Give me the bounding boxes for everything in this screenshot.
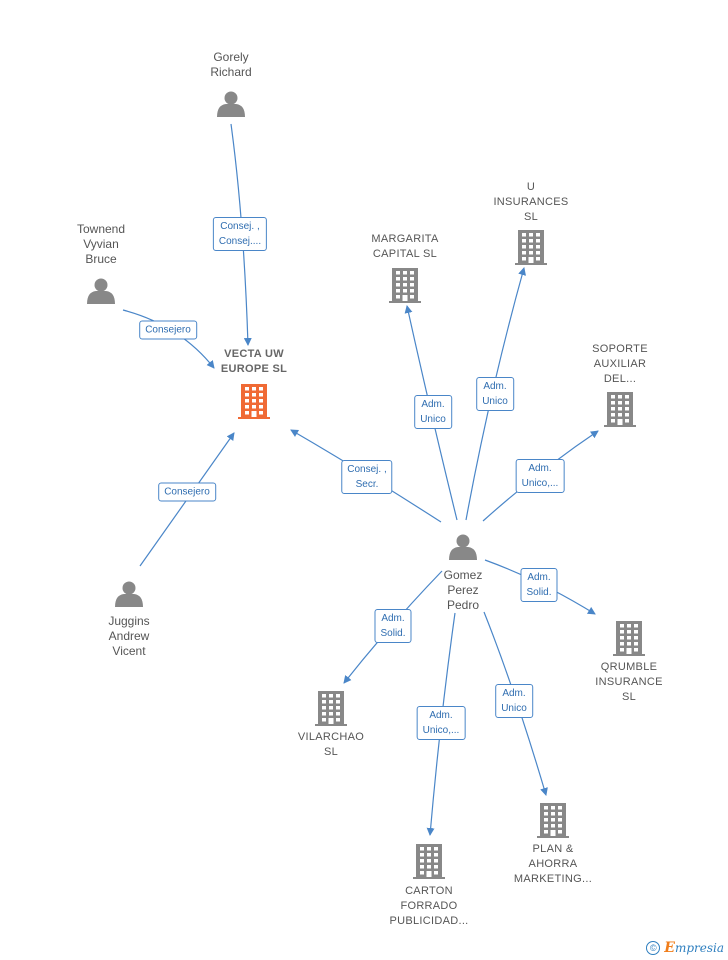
edge-label-gomez-carton[interactable]: Adm. Unico,... [416,706,466,740]
copyright-icon: © [646,941,661,955]
building-icon-vilarchao[interactable] [315,691,347,726]
node-label-line: SOPORTE [592,343,648,355]
edge-label-gomez-uins[interactable]: Adm. Unico [476,377,514,411]
node-label-line: Gomez [443,568,483,582]
edge-label-gomez-qrumble[interactable]: Adm. Solid. [520,568,558,602]
edge-label-line: Unico [482,396,508,407]
edge-label-line: Consej. , [220,221,260,232]
edge-label-line: Consejero [164,486,210,498]
edge-label-line: Adm. [528,463,552,474]
building-icon-plan[interactable] [537,803,569,838]
node-label-line: Vicent [112,644,146,658]
edge-label-gomez-soporte[interactable]: Adm. Unico,... [515,459,565,493]
edge-label-line: Adm. [429,710,453,721]
edge-label-line: Adm. [502,688,526,699]
node-label-line: U [526,181,536,193]
node-label-line: EUROPE SL [220,363,288,375]
node-label-line: SL [621,691,637,703]
edge-label-gomez-vilarchao[interactable]: Adm. Solid. [374,609,412,643]
node-label-uins[interactable]: U INSURANCES SL [493,180,568,225]
footer-brand[interactable]: © Empresia [646,940,724,956]
node-label-line: INSURANCE [595,676,663,688]
brand-logo: Empresia [664,940,724,956]
edge-label-gomez-margarita[interactable]: Adm. Unico [414,395,452,429]
edge-label-line: Consej.... [218,236,262,247]
node-label-line: Bruce [85,252,117,266]
edge-label-line: Unico,... [521,478,559,489]
node-label-vecta[interactable]: VECTA UW EUROPE SL [221,347,287,377]
edge-label-gorely-vecta[interactable]: Consej. , Consej.... [212,217,268,251]
edge-label-line: Unico [501,703,527,714]
edge-label-townend-vecta[interactable]: Consejero [139,320,197,340]
edge-label-line: Adm. [381,613,405,624]
building-icon-qrumble[interactable] [613,621,645,656]
building-icon-margarita[interactable] [389,268,421,303]
node-label-line: SL [523,211,539,223]
node-label-line: CARTON [405,885,453,897]
edge-label-line: Consejero [145,324,191,336]
node-label-line: MARGARITA [371,233,439,245]
edge-label-gomez-plan[interactable]: Adm. Unico [495,684,533,718]
node-label-line: MARKETING... [513,873,593,885]
edge-label-line: Consej. , [347,464,387,475]
node-label-line: AHORRA [528,858,578,870]
node-label-margarita[interactable]: MARGARITA CAPITAL SL [371,232,438,262]
node-label-line: VILARCHAO [297,731,365,743]
node-label-soporte[interactable]: SOPORTE AUXILIAR DEL... [592,342,648,387]
node-label-line: DEL... [603,373,637,385]
node-label-line: Perez [447,583,479,597]
edge-label-line: Adm. [421,399,445,410]
edge-label-line: Unico [420,414,446,425]
person-icon-gomez[interactable] [449,534,477,561]
node-label-line: SL [323,746,339,758]
node-label-line: PLAN & [532,843,574,855]
edge-label-line: Secr. [355,479,379,490]
node-label-line: Juggins [108,614,150,628]
edge-label-line: Unico,... [422,725,460,736]
node-label-line: Pedro [446,598,480,612]
node-label-line: Richard [210,65,252,79]
edge-label-line: Solid. [380,628,406,639]
building-icon-uins[interactable] [515,230,547,265]
node-label-line: INSURANCES [493,196,569,208]
node-label-line: FORRADO [400,900,458,912]
node-label-line: VECTA UW [224,348,284,360]
edge-label-line: Solid. [526,587,552,598]
person-icon-juggins[interactable] [115,581,143,608]
edge-label-gomez-vecta[interactable]: Consej. , Secr. [341,460,393,494]
building-icon-carton[interactable] [413,844,445,879]
person-icon-gorely[interactable] [217,91,245,118]
building-icon-soporte[interactable] [604,392,636,427]
person-icon-townend[interactable] [87,278,115,305]
node-label-qrumble[interactable]: QRUMBLE INSURANCE SL [595,660,663,705]
node-label-line: PUBLICIDAD... [389,915,469,927]
node-label-carton[interactable]: CARTON FORRADO PUBLICIDAD... [389,884,468,929]
edge-label-line: Adm. [527,572,551,583]
node-label-line: Townend [76,222,126,236]
edge-label-juggins-vecta[interactable]: Consejero [158,482,216,502]
node-label-line: QRUMBLE [600,661,658,673]
node-label-plan[interactable]: PLAN & AHORRA MARKETING... [514,842,592,887]
edge-label-line: Adm. [483,381,507,392]
node-label-line: Gorely [213,50,249,64]
node-label-line: Vyvian [83,237,119,251]
node-label-line: Andrew [108,629,150,643]
node-label-line: CAPITAL SL [372,248,438,260]
building-icon-vecta[interactable] [238,384,270,419]
node-label-vilarchao[interactable]: VILARCHAO SL [298,730,364,760]
node-label-line: AUXILIAR [593,358,647,370]
